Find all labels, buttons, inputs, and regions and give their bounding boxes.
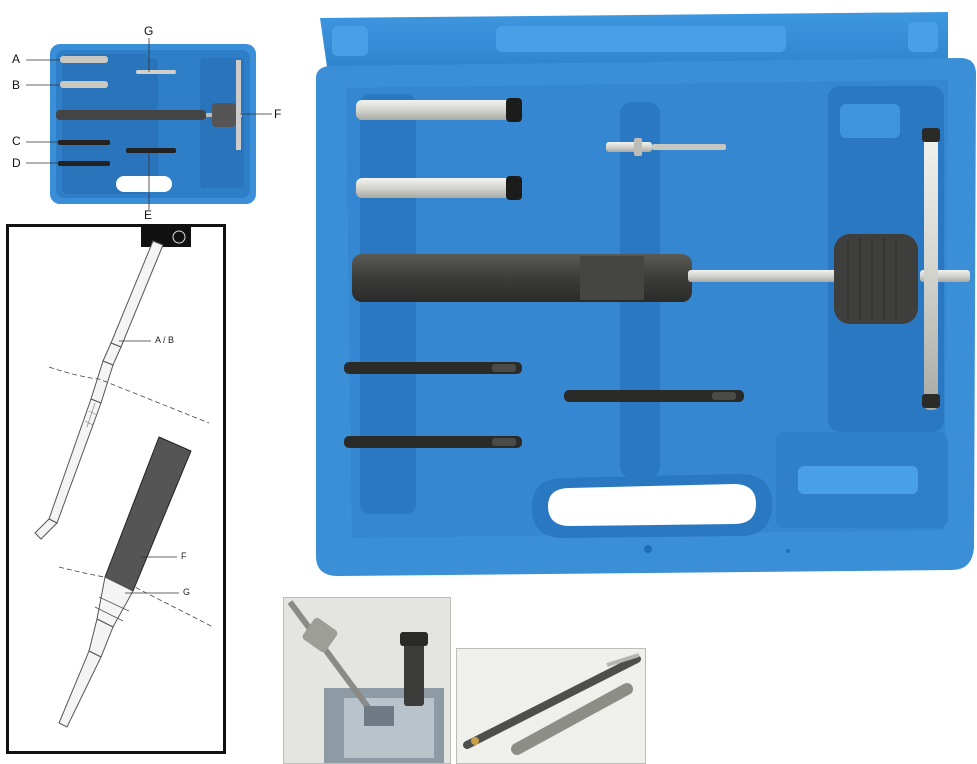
label-f-diagram: F <box>181 551 187 561</box>
label-d: D <box>12 156 21 170</box>
label-a-b: A / B <box>155 335 175 345</box>
label-g-diagram: G <box>183 587 191 597</box>
label-f: F <box>274 107 282 121</box>
tool-case-photo <box>308 8 977 580</box>
engine-usage-image <box>284 598 450 763</box>
tool-f-sleeve <box>104 436 192 592</box>
engine-usage-photo <box>283 597 451 764</box>
thumbnail-kit-overview: A B C D E F G <box>0 0 300 225</box>
tool-closeup-image <box>457 649 645 763</box>
label-c: C <box>12 134 21 148</box>
label-g: G <box>144 24 154 38</box>
label-e: E <box>144 208 153 222</box>
tool-closeup-photo <box>456 648 646 764</box>
glow-plug-extraction-diagram <box>34 227 214 728</box>
extraction-diagram-panel: A / B F G <box>6 224 226 754</box>
label-a: A <box>12 52 21 66</box>
label-b: B <box>12 78 21 92</box>
open-tool-case-image <box>316 12 976 576</box>
thumbnail-case-image <box>26 38 272 210</box>
